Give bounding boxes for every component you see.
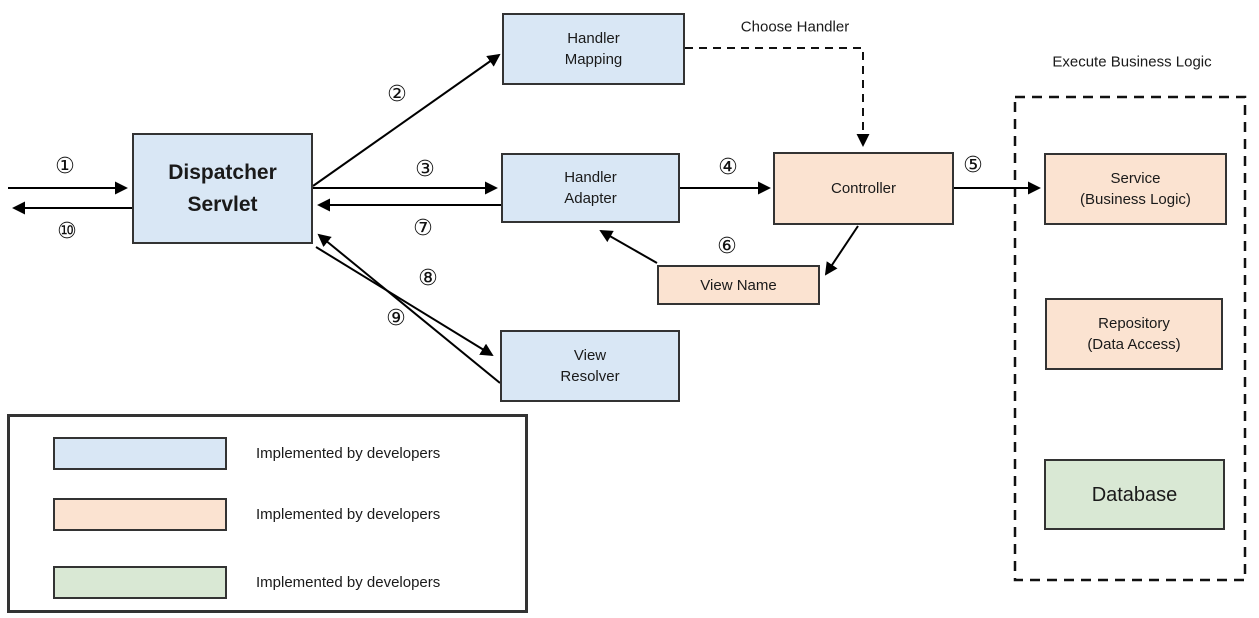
node-handler-adapter: Handler Adapter <box>501 153 680 223</box>
node-dispatcher-servlet: Dispatcher Servlet <box>132 133 313 244</box>
step-1-badge: ① <box>55 154 75 179</box>
legend-label-blue: Implemented by developers <box>256 445 441 462</box>
legend-swatch-peach <box>53 498 227 531</box>
arrow-step-8-to-view-resolver <box>315 246 494 357</box>
arrow-step-6-to-handler-adapter <box>599 230 658 264</box>
node-dispatcher-servlet-label: Dispatcher Servlet <box>168 161 277 216</box>
node-view-name-label: View Name <box>700 276 777 294</box>
node-service-label: Service (Business Logic) <box>1080 170 1191 208</box>
arrow-step-9-to-dispatcher <box>317 233 501 384</box>
step-10-badge: ⑩ <box>57 219 77 244</box>
node-service: Service (Business Logic) <box>1044 153 1227 225</box>
legend-row-blue: Implemented by developers <box>10 437 525 470</box>
node-database-label: Database <box>1091 483 1178 506</box>
node-repository-label: Repository (Data Access) <box>1087 315 1181 353</box>
legend-label-peach: Implemented by developers <box>256 506 441 523</box>
node-view-name: View Name <box>657 265 820 305</box>
step-9-badge: ⑨ <box>386 306 406 331</box>
node-controller-label: Controller <box>830 180 897 197</box>
node-view-resolver-label: View Resolver <box>560 347 620 385</box>
node-controller: Controller <box>773 152 954 225</box>
step-5-badge: ⑤ <box>963 153 983 178</box>
choose-handler-connector <box>685 47 870 147</box>
node-handler-mapping: Handler Mapping <box>502 13 685 85</box>
legend-row-peach: Implemented by developers <box>10 498 525 531</box>
step-4-badge: ④ <box>718 155 738 180</box>
step-7-badge: ⑦ <box>413 216 433 241</box>
step-8-badge: ⑧ <box>418 266 438 291</box>
node-repository: Repository (Data Access) <box>1045 298 1223 370</box>
legend-swatch-blue <box>53 437 227 470</box>
legend-box: Implemented by developers Implemented by… <box>7 414 528 613</box>
execute-business-logic-label: Execute Business Logic <box>1052 53 1212 71</box>
node-handler-adapter-label: Handler Adapter <box>564 169 617 207</box>
node-database: Database <box>1044 459 1225 530</box>
node-handler-mapping-label: Handler Mapping <box>564 30 623 68</box>
choose-handler-label: Choose Handler <box>740 18 850 36</box>
legend-row-green: Implemented by developers <box>10 566 525 599</box>
node-view-resolver: View Resolver <box>500 330 680 402</box>
legend-swatch-green <box>53 566 227 599</box>
arrow-controller-to-view-name <box>824 225 859 276</box>
step-3-badge: ③ <box>415 157 435 182</box>
step-6-badge: ⑥ <box>717 234 737 259</box>
step-2-badge: ② <box>387 82 407 107</box>
arrow-step-2-to-handler-mapping <box>312 53 501 187</box>
legend-label-green: Implemented by developers <box>256 574 441 591</box>
